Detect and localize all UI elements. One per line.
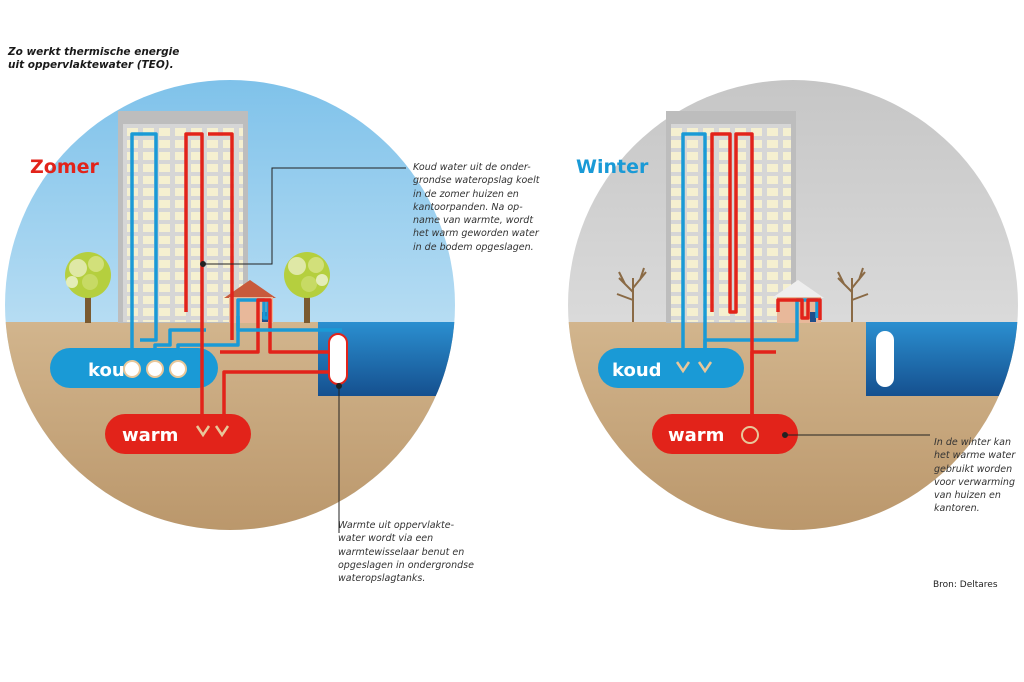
note-line: Koud water uit de onder- xyxy=(413,162,531,173)
note-line: het warm geworden water xyxy=(413,228,539,240)
title-line-1: Zo werkt thermische energie xyxy=(8,46,180,58)
note-line: het warme water xyxy=(934,450,1016,462)
note-line: grondse wateropslag koelt xyxy=(413,175,540,187)
title-line-2: uit oppervlaktewater (TEO). xyxy=(8,59,174,71)
winter-cold-label: koud xyxy=(612,360,662,381)
summer-bottom-note: Warmte uit oppervlakte- water wordt via … xyxy=(338,519,474,585)
callout-line-summer-top xyxy=(203,167,406,265)
summer-warm-label: warm xyxy=(122,425,178,446)
winter-tree-right xyxy=(837,267,869,322)
callout-lines xyxy=(200,167,930,533)
note-line: opgeslagen in ondergrondse xyxy=(338,559,474,571)
summer-flow-markers xyxy=(123,360,187,378)
summer-tree-left xyxy=(65,252,111,323)
infographic-title: Zo werkt thermische energie uit oppervla… xyxy=(8,46,198,72)
summer-pipes xyxy=(130,132,342,430)
summer-top-note: Koud water uit de onder- grondse waterop… xyxy=(413,161,540,254)
winter-pipes xyxy=(681,132,822,430)
winter-right-note: In de winter kan het warme water gebruik… xyxy=(934,436,1015,516)
summer-panel: koud warm xyxy=(5,80,455,530)
winter-cold-storage: koud xyxy=(598,348,744,388)
winter-tree-left xyxy=(616,267,647,322)
note-line: van huizen en xyxy=(934,490,1001,502)
summer-down-arrows xyxy=(195,425,230,438)
summer-tree-right xyxy=(284,252,330,323)
note-line: Warmte uit oppervlakte- xyxy=(338,520,455,531)
note-line: warmtewisselaar benut en xyxy=(338,546,465,558)
note-line: kantoorpanden. Na op- xyxy=(413,201,523,213)
winter-flow-marker xyxy=(741,426,759,444)
source-credit: Bron: Deltares xyxy=(933,580,998,590)
summer-office-building xyxy=(118,111,248,323)
summer-heat-exchanger xyxy=(328,333,348,385)
note-line: in de zomer huizen en xyxy=(413,188,519,200)
winter-panel: koud warm xyxy=(568,80,1018,530)
note-line: name van warmte, wordt xyxy=(413,215,534,227)
winter-label: Winter xyxy=(576,156,649,178)
winter-down-arrows xyxy=(675,361,713,374)
winter-heat-exchanger xyxy=(876,331,894,387)
note-line: voor verwarming xyxy=(934,476,1015,488)
note-line: kantoren. xyxy=(934,503,980,515)
note-line: in de bodem opgeslagen. xyxy=(413,241,534,253)
note-line: In de winter kan xyxy=(934,437,1012,448)
note-line: gebruikt worden xyxy=(934,463,1013,475)
summer-label: Zomer xyxy=(30,156,99,178)
winter-warm-storage: warm xyxy=(652,414,798,454)
note-line: water wordt via een xyxy=(338,533,434,545)
note-line: wateropslagtanks. xyxy=(338,573,426,585)
summer-warm-storage: warm xyxy=(105,414,251,454)
winter-warm-label: warm xyxy=(668,425,724,446)
